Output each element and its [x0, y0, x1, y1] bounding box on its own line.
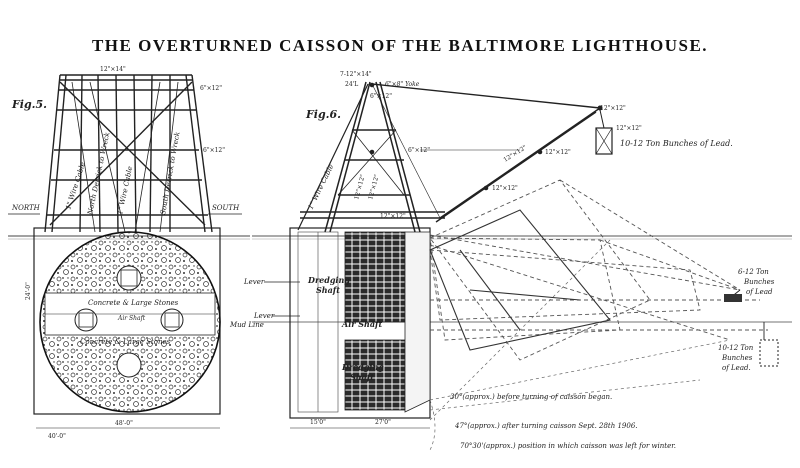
fig6-mast-dim-4: 6"×12"	[370, 93, 392, 100]
fig5-south-label: SOUTH	[212, 204, 240, 212]
fig6-dredging-1a: Dredging	[307, 275, 350, 285]
page-title: THE OVERTURNED CAISSON OF THE BALTIMORE …	[91, 36, 709, 55]
fig5-fill-upper: Concrete & Large Stones	[88, 299, 179, 307]
fig6-angle-lines	[429, 239, 731, 451]
fig5-north-label: NORTH	[11, 204, 41, 212]
fig6-boom-dim-0: 12"×12"	[380, 213, 406, 220]
fig6-lead-right	[724, 294, 742, 302]
fig5-top-dim: 12"×14"	[100, 66, 126, 73]
fig6-mast-dim-1: 7-12"×14"	[340, 71, 372, 78]
fig5-shaft-top	[116, 265, 142, 291]
fig6-dim-a: 15'0"	[310, 419, 326, 426]
fig6-lead-top-label: 10-12 Ton Bunches of Lead.	[620, 139, 733, 148]
fig6-lead-bottom-1: 10-12 Ton	[718, 344, 754, 352]
fig6-dredging-2a: Dredging	[341, 362, 384, 372]
fig6-mast-dim-3: 6"×8" Yoke	[385, 81, 420, 88]
fig5-height-dim: 24'-0"	[25, 282, 32, 300]
fig6-caisson-edge	[404, 231, 431, 413]
fig6-lead-top-box	[595, 127, 613, 155]
fig6-dredging-2b: Shaft	[350, 372, 374, 382]
fig6-caption-3: 70°30'(approx.) position in which caisso…	[460, 442, 676, 450]
fig6-mudline-label: Mud Line	[229, 321, 264, 329]
fig5-label: Fig.5.	[11, 98, 47, 111]
fig6-mast-side-dim-2: 12"×12"	[353, 174, 367, 201]
fig6-boom-dim-3: 12"×12"	[545, 149, 571, 156]
fig5-cable-label-1: 1" Wire Cable	[64, 161, 87, 210]
fig6-lever-2: Lever	[253, 312, 275, 320]
fig5-shaft-right	[160, 308, 184, 332]
fig6-boom	[371, 83, 601, 223]
fig6-mast	[300, 81, 445, 233]
fig6-wire-cable	[297, 83, 369, 231]
fig6-cable-label: 1" Wire Cable	[307, 163, 336, 211]
fig6-dredge-shaft-lower	[344, 339, 406, 411]
fig6-boom-dim-2: 12"×12"	[616, 125, 642, 132]
fig6-tilted-caisson-solid	[429, 209, 611, 351]
fig5-shaft-left	[74, 308, 98, 332]
fig5-shaft-bottom	[116, 352, 142, 378]
fig6-dredging-1b: Shaft	[316, 285, 340, 295]
fig5-derrick-frame	[44, 74, 213, 233]
fig6-dredge-shaft-upper	[344, 231, 406, 323]
fig5-group: Fig.5. 12"×14"	[8, 66, 250, 440]
fig6-tilted-outlines	[429, 179, 768, 361]
fig6-lever-1: Lever	[243, 278, 265, 286]
fig6-airshaft-label: Air Shaft	[341, 319, 382, 329]
fig6-lead-right-2: Bunches	[743, 278, 775, 286]
fig5-side-dim-1: 6"×12"	[200, 85, 222, 92]
fig6-lead-right-3: of Lead	[746, 288, 773, 296]
fig6-label: Fig.6.	[305, 108, 341, 121]
fig6-dim-b: 27'0"	[375, 419, 391, 426]
fig6-group: Fig.6. 1" Wire Cable	[229, 71, 792, 451]
fig5-bottom-dim-2: 40'-0"	[48, 433, 66, 440]
fig6-caption-2: 47°(approx.) after turning caisson Sept.…	[454, 422, 638, 430]
fig6-boom-dim-1: 12"×12"	[600, 105, 626, 112]
fig5-fill-lower: Concrete & Large Stones	[80, 338, 171, 346]
fig5-cable-label-3: 1" Wire Cable	[116, 166, 134, 216]
fig6-boom-joints	[369, 82, 603, 191]
fig6-lead-right-1: 6-12 Ton	[738, 268, 769, 276]
fig6-boom-dim-4: 12"×12"	[492, 185, 518, 192]
fig6-mast-side-dim-3: 12"×12"	[367, 174, 381, 201]
fig6-lead-bottom-3: of Lead.	[722, 364, 751, 372]
fig5-side-dim-2: 6"×12"	[203, 147, 225, 154]
fig6-lead-bottom-2: Bunches	[721, 354, 753, 362]
fig5-bottom-dim-1: 48'-0"	[115, 420, 133, 427]
fig6-lead-bottom-box	[759, 339, 779, 367]
fig5-air-shaft: Air Shaft	[117, 315, 146, 322]
fig6-mast-side-dim-1: 6"×12"	[408, 147, 430, 154]
fig6-mast-dim-2: 24'L	[345, 81, 358, 88]
fig6-caption-1: 30°(approx.) before turning of caisson b…	[450, 393, 612, 401]
